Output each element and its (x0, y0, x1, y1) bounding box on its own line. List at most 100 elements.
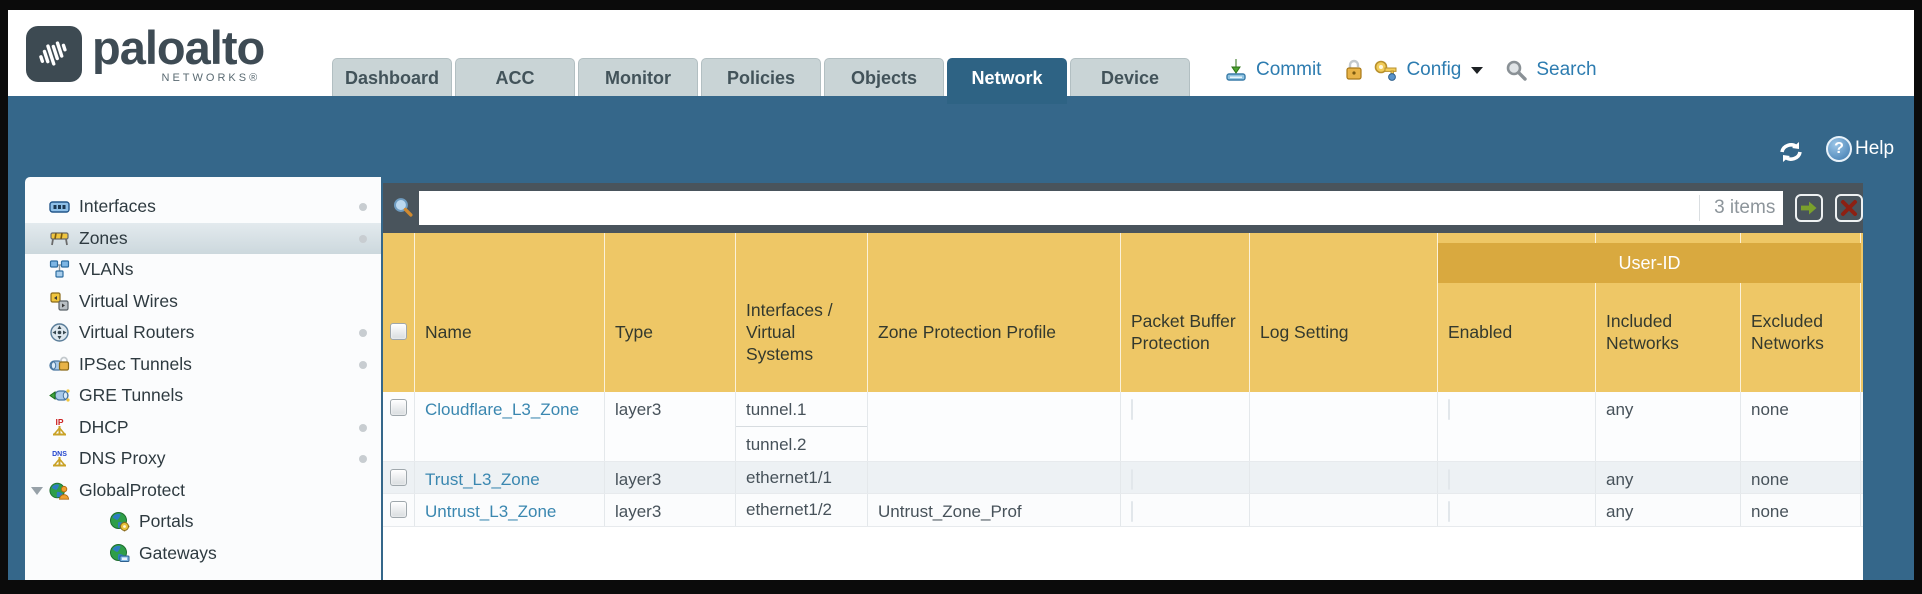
header-actions: Commit Config Search (1224, 58, 1597, 82)
row-checkbox[interactable] (390, 501, 407, 518)
excluded-networks-cell: none (1741, 494, 1861, 526)
filter-toolbar: 3 items (383, 183, 1863, 233)
logo-networks-label: NETWORKS® (161, 72, 261, 84)
tab-acc[interactable]: ACC (455, 58, 575, 96)
sidebar-item-label: GRE Tunnels (79, 385, 184, 406)
column-header-log-setting[interactable]: Log Setting (1250, 233, 1438, 392)
sidebar-item-label: GlobalProtect (79, 479, 186, 500)
packet-buffer-checkbox (1131, 399, 1133, 420)
filter-field: 3 items (418, 191, 1784, 225)
clear-filter-x-icon (1841, 200, 1858, 216)
sidebar-item-vlans[interactable]: VLANs (25, 254, 381, 286)
refresh-icon[interactable] (1776, 138, 1806, 171)
interfaces-cell: ethernet1/2 (736, 494, 868, 526)
clear-filter-button[interactable] (1835, 194, 1863, 222)
zones-content-panel: 3 items User-ID Name Type Interfa (383, 183, 1863, 580)
items-count: 3 items (1699, 195, 1775, 221)
filter-search-icon (393, 198, 413, 217)
tab-dashboard[interactable]: Dashboard (332, 58, 452, 96)
ipsec-tunnels-icon (49, 354, 70, 375)
sidebar-item-label: Virtual Wires (79, 290, 178, 311)
sidebar-item-dns-proxy[interactable]: DNS DNS Proxy (25, 443, 381, 475)
interface-entry: tunnel.1 (736, 392, 867, 427)
log-setting-cell (1250, 494, 1438, 526)
svg-text:DNS: DNS (52, 451, 67, 458)
top-bar: paloalto NETWORKS® Dashboard ACC Monitor… (8, 10, 1914, 104)
sidebar-nav-list: Interfaces Zones (25, 191, 381, 569)
zone-protection-profile-cell (868, 392, 1121, 461)
change-indicator-dot (359, 203, 367, 211)
zone-name-link[interactable]: Cloudflare_L3_Zone (425, 400, 580, 419)
tab-device[interactable]: Device (1070, 58, 1190, 96)
included-networks-cell: any (1596, 392, 1741, 461)
tab-policies[interactable]: Policies (701, 58, 821, 96)
column-header-name[interactable]: Name (415, 233, 605, 392)
type-cell: layer3 (605, 462, 736, 493)
included-networks-cell: any (1596, 494, 1741, 526)
vlans-icon (49, 259, 70, 280)
logo-text: paloalto NETWORKS® (92, 20, 265, 84)
column-header-packet-buffer-protection[interactable]: Packet Buffer Protection (1121, 233, 1250, 392)
sidebar-item-portals[interactable]: Portals (25, 506, 381, 538)
search-button[interactable]: Search (1536, 59, 1597, 80)
gateways-icon (109, 543, 130, 564)
sidebar-item-zones[interactable]: Zones (25, 222, 381, 254)
sidebar-item-gre-tunnels[interactable]: GRE Tunnels (25, 380, 381, 412)
excluded-networks-cell: none (1741, 462, 1861, 493)
sidebar-item-globalprotect[interactable]: GlobalProtect (25, 475, 381, 507)
sidebar-item-virtual-routers[interactable]: Virtual Routers (25, 317, 381, 349)
zone-protection-profile-cell: Untrust_Zone_Prof (868, 494, 1121, 526)
network-sidebar: Interfaces Zones (25, 177, 381, 580)
zone-protection-profile-cell (868, 462, 1121, 493)
lock-icon[interactable] (1343, 58, 1365, 82)
sidebar-item-dhcp[interactable]: IP DHCP (25, 412, 381, 444)
help-icon: ? (1826, 136, 1852, 162)
help-button[interactable]: ? Help (1826, 136, 1894, 162)
column-header-type[interactable]: Type (605, 233, 736, 392)
sidebar-item-virtual-wires[interactable]: Virtual Wires (25, 286, 381, 318)
config-caret-icon[interactable] (1471, 66, 1484, 74)
pulse-bars-icon (39, 41, 67, 66)
change-indicator-dot (359, 455, 367, 463)
tab-monitor[interactable]: Monitor (578, 58, 698, 96)
checkbox-cell (383, 494, 415, 526)
apply-filter-button[interactable] (1795, 194, 1824, 222)
column-header-zone-protection-profile[interactable]: Zone Protection Profile (868, 233, 1121, 392)
zone-name-link[interactable]: Untrust_L3_Zone (425, 502, 557, 521)
zone-name-link[interactable]: Trust_L3_Zone (425, 470, 540, 489)
packet-buffer-checkbox (1131, 469, 1133, 490)
sidebar-item-ipsec-tunnels[interactable]: IPSec Tunnels (25, 349, 381, 381)
change-indicator-dot (359, 329, 367, 337)
config-button[interactable]: Config (1406, 59, 1462, 80)
portals-icon (109, 511, 130, 532)
dhcp-icon: IP (49, 417, 70, 438)
table-row: Trust_L3_Zone layer3 ethernet1/1 any non… (383, 462, 1863, 494)
interface-entry: ethernet1/1 (746, 468, 833, 487)
expander-icon[interactable] (31, 486, 43, 495)
commit-button[interactable]: Commit (1256, 59, 1322, 80)
row-checkbox[interactable] (390, 469, 407, 486)
select-all-checkbox[interactable] (390, 323, 407, 340)
interfaces-cell: ethernet1/1 (736, 462, 868, 493)
row-checkbox[interactable] (390, 399, 407, 416)
column-header-excluded-networks[interactable]: Excluded Networks (1741, 233, 1861, 392)
name-cell: Untrust_L3_Zone (415, 494, 605, 526)
globalprotect-icon (49, 480, 70, 501)
dns-proxy-icon: DNS (49, 448, 70, 469)
tab-network[interactable]: Network (947, 58, 1067, 104)
packet-buffer-protection-cell (1121, 462, 1250, 493)
commit-icon[interactable] (1224, 58, 1248, 82)
packet-buffer-protection-cell (1121, 494, 1250, 526)
sidebar-item-gateways[interactable]: Gateways (25, 538, 381, 570)
tab-objects[interactable]: Objects (824, 58, 944, 96)
packet-buffer-protection-cell (1121, 392, 1250, 461)
column-header-included-networks[interactable]: Included Networks (1596, 233, 1741, 392)
search-icon[interactable] (1505, 59, 1528, 82)
sidebar-item-interfaces[interactable]: Interfaces (25, 191, 381, 223)
column-header-enabled[interactable]: Enabled (1438, 233, 1596, 392)
zones-table-header: User-ID Name Type Interfaces / Virtual S… (383, 233, 1863, 392)
filter-input[interactable] (418, 191, 1784, 225)
config-icon[interactable] (1373, 58, 1398, 82)
column-header-interfaces[interactable]: Interfaces / Virtual Systems (736, 233, 868, 392)
